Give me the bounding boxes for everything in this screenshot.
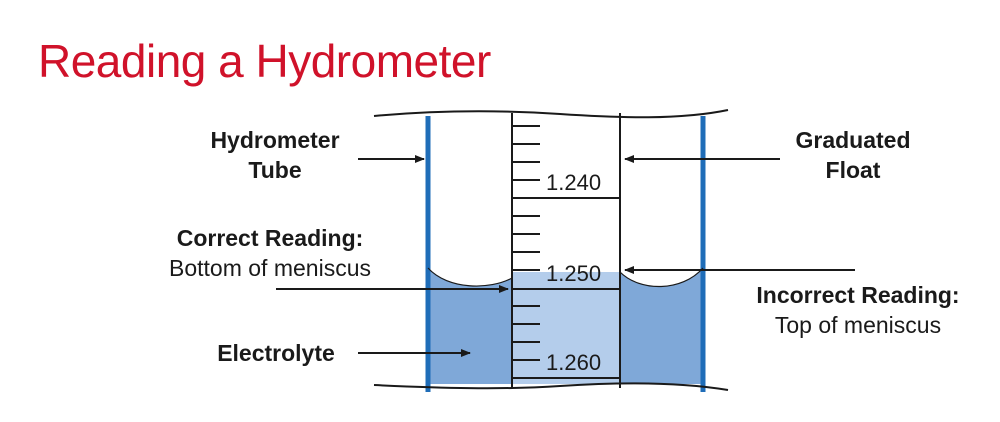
incorrect-reading-label: Incorrect Reading: Top of meniscus [728,280,988,340]
graduated-float-label-line1: Graduated [795,127,911,153]
meniscus-right-outline [619,267,704,288]
incorrect-reading-detail: Top of meniscus [774,312,942,338]
graduated-float-label-line2: Float [825,157,881,183]
correct-reading-detail: Bottom of meniscus [169,255,371,281]
float-scale-ticks [512,125,620,379]
scale-label-1260: 1.260 [546,350,601,375]
electrolyte-label: Electrolyte [217,340,335,366]
electrolyte-fill-right [620,268,703,384]
graduated-float-label: Graduated Float [773,125,933,185]
hydrometer-tube-label-line2: Tube [248,157,302,183]
correct-reading-label: Correct Reading: Bottom of meniscus [140,223,400,283]
meniscus-left-outline [427,267,513,287]
float-electrolyte-fill [512,272,620,384]
incorrect-reading-heading: Incorrect Reading: [756,282,960,308]
scale-label-1240: 1.240 [546,170,601,195]
hydrometer-tube-label: Hydrometer Tube [195,125,355,185]
hydrometer-tube-label-line1: Hydrometer [210,127,340,153]
page-title: Reading a Hydrometer [38,35,491,87]
electrolyte-fill [428,268,512,384]
correct-reading-heading: Correct Reading: [176,225,364,251]
tube-bottom-break [373,382,729,391]
scale-label-1250: 1.250 [546,261,601,286]
tube-top-break [373,109,729,119]
